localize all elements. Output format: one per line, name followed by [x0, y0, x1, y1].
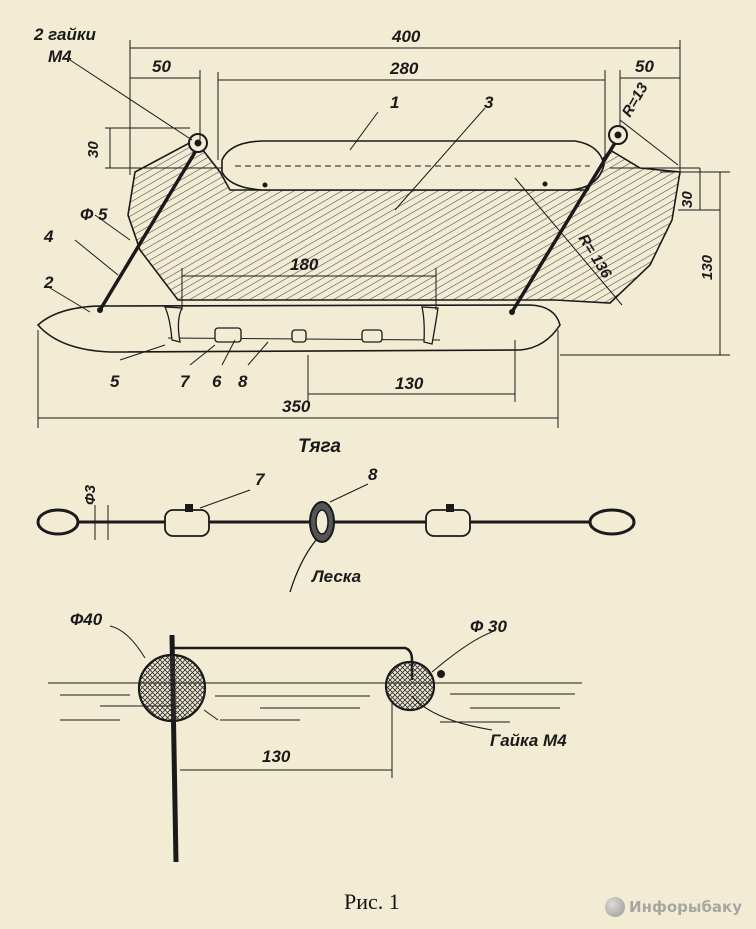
label-part-4: 4	[43, 227, 54, 246]
label-nuts-line1: 2 гайки	[33, 25, 96, 44]
dim-130-bottom: 130	[395, 374, 424, 393]
label-part-2: 2	[43, 273, 54, 292]
loop-right	[588, 508, 636, 536]
dim-350: 350	[282, 397, 311, 416]
connecting-wire	[170, 646, 414, 680]
dim-400: 400	[391, 27, 421, 46]
label-part-1: 1	[390, 93, 399, 112]
traction-rod-drawing: Тяга Ф3 7 8 Леска	[36, 436, 636, 593]
watermark-text: Инфорыбаку	[629, 898, 742, 916]
label-line: Леска	[310, 567, 361, 586]
clamp-left	[163, 306, 184, 343]
float-40	[137, 653, 207, 723]
sleeve-3	[361, 329, 383, 343]
loop-left	[36, 508, 80, 536]
dim-30-left: 30	[85, 141, 102, 158]
traction-part-7: 7	[255, 470, 266, 489]
fish-logo-icon	[605, 897, 626, 917]
label-phi5: Ф 5	[80, 205, 108, 224]
sleeve-2	[291, 329, 307, 343]
label-phi30: Ф 30	[470, 617, 507, 636]
lower-float	[36, 304, 561, 353]
label-r13: R=13	[619, 80, 652, 120]
rod-left	[98, 143, 202, 311]
label-part-7: 7	[180, 372, 191, 391]
traction-part-8: 8	[368, 465, 378, 484]
sleeve-7-right	[425, 509, 471, 537]
nut-m4	[437, 670, 445, 678]
dim-280: 280	[389, 59, 419, 78]
label-nuts-line2: М4	[48, 47, 72, 66]
sled-drawing: 2 гайки М4 400 50 280 50 1 3 30 30 130 R…	[33, 25, 730, 428]
label-part-8: 8	[238, 372, 248, 391]
dim-180: 180	[290, 255, 319, 274]
rod-right	[510, 137, 620, 313]
dim-50-right: 50	[635, 57, 654, 76]
label-phi3: Ф3	[82, 484, 99, 505]
dim-50-left: 50	[152, 57, 171, 76]
traction-title: Тяга	[298, 436, 341, 457]
label-part-3: 3	[484, 93, 494, 112]
label-part-6: 6	[212, 372, 222, 391]
label-phi40: Ф40	[70, 610, 103, 629]
dim-30-right: 30	[679, 191, 696, 208]
upper-float	[221, 140, 605, 191]
watermark: Инфорыбаку	[605, 897, 742, 917]
sleeve-1	[214, 327, 242, 343]
label-nut-m4: Гайка М4	[490, 731, 567, 750]
float-30	[384, 660, 436, 712]
floats-drawing: Ф40 Ф 30 Гайка М4 130	[48, 610, 582, 863]
dim-130-height: 130	[699, 254, 716, 280]
clamp-right	[421, 306, 439, 345]
figure-caption: Рис. 1	[344, 889, 400, 914]
label-part-5: 5	[110, 372, 120, 391]
sleeve-7-left	[164, 509, 210, 537]
dim-130-floats: 130	[262, 747, 291, 766]
